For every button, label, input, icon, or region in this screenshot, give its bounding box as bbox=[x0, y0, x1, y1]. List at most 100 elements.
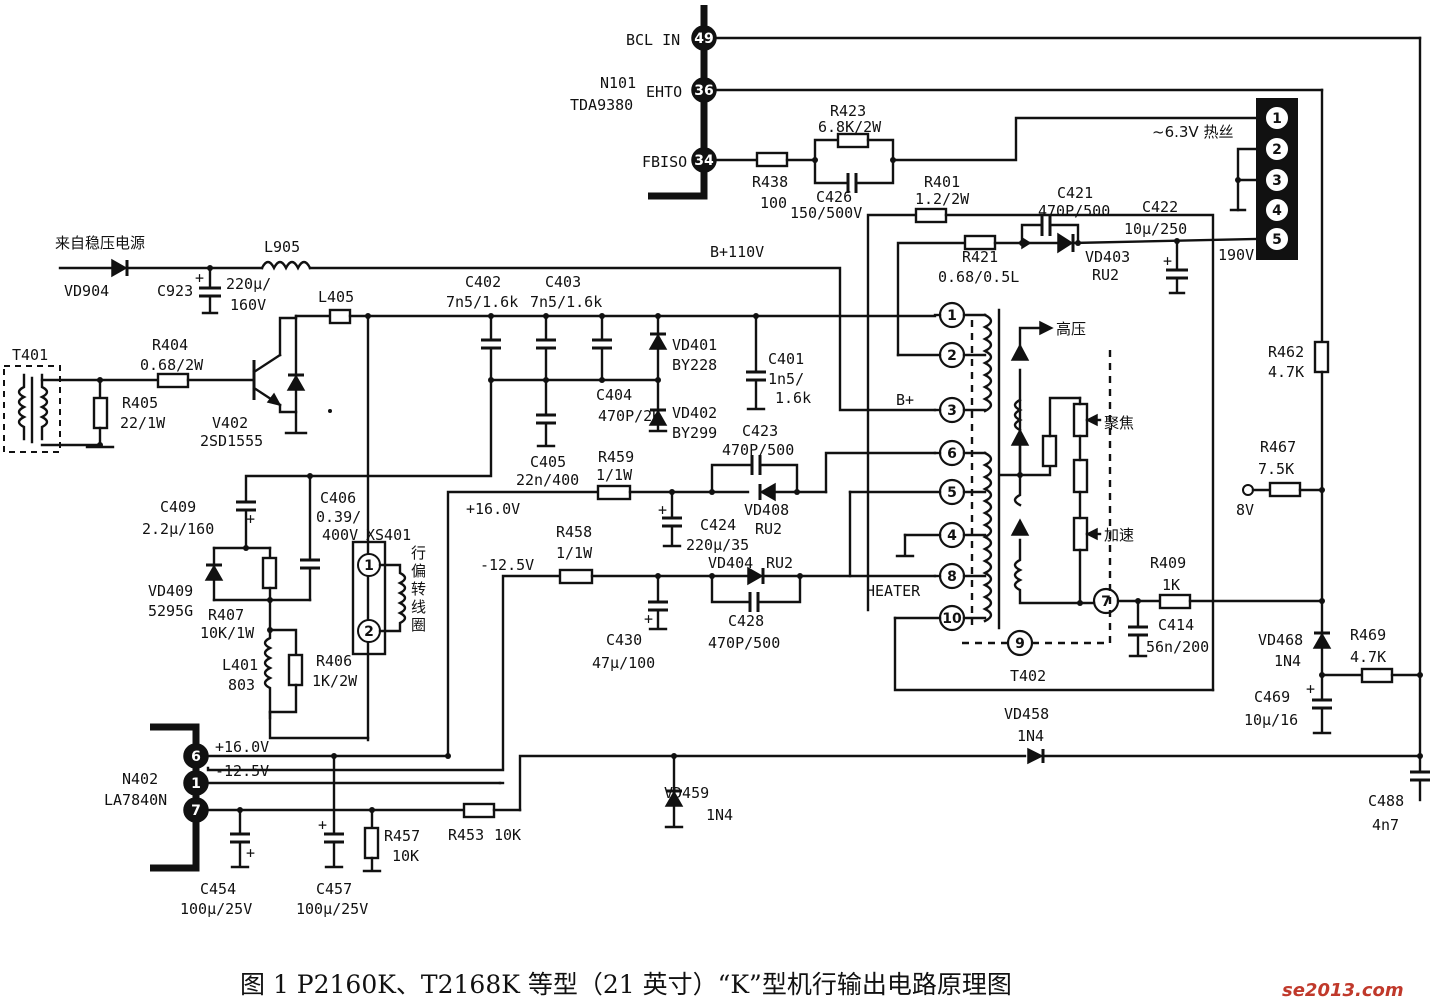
n101-ref: N101 bbox=[600, 74, 636, 92]
vd408-ref: VD408 bbox=[744, 501, 789, 519]
c405-val: 22n/400 bbox=[516, 471, 579, 489]
svg-text:1: 1 bbox=[947, 308, 957, 324]
svg-text:2: 2 bbox=[364, 624, 374, 640]
v402-part: 2SD1555 bbox=[200, 432, 263, 450]
r453-val: 10K bbox=[494, 826, 521, 844]
xs401-yoke: 1 2 XS401 行偏转线圈 bbox=[351, 526, 427, 656]
n402-pin-6: 6 bbox=[191, 749, 201, 765]
l401-val: 803 bbox=[228, 676, 255, 694]
c404-val: 470P/2K bbox=[598, 407, 661, 425]
l405-ref: L405 bbox=[318, 288, 354, 306]
vd401-part: BY228 bbox=[672, 356, 717, 374]
n402-pin-6-voltage: +16.0V bbox=[215, 738, 269, 756]
r462-ref: R462 bbox=[1268, 343, 1304, 361]
r406-ref: R406 bbox=[316, 652, 352, 670]
c402-val: 7n5/1.6k bbox=[446, 293, 518, 311]
c409-val: 2.2μ/160 bbox=[142, 520, 214, 538]
svg-text:+: + bbox=[246, 844, 255, 862]
n101-pin-34-name: FBISO bbox=[642, 153, 687, 171]
vd404-ref: VD404 bbox=[708, 554, 753, 572]
c406-ref: C406 bbox=[320, 489, 356, 507]
c403-ref: C403 bbox=[545, 273, 581, 291]
focus-label: 聚焦 bbox=[1104, 414, 1134, 432]
r438-val: 100 bbox=[760, 194, 787, 212]
c405-ref: C405 bbox=[530, 453, 566, 471]
m12-label: -12.5V bbox=[480, 556, 534, 574]
c402-ref: C402 bbox=[465, 273, 501, 291]
vd403-ref: VD403 bbox=[1085, 248, 1130, 266]
r467-val: 7.5K bbox=[1258, 460, 1294, 478]
svg-text:2: 2 bbox=[947, 348, 957, 364]
c401-val1: 1n5/ bbox=[768, 370, 804, 388]
vd402-ref: VD402 bbox=[672, 404, 717, 422]
svg-text:+: + bbox=[318, 816, 327, 834]
svg-text:5: 5 bbox=[1272, 232, 1282, 248]
svg-text:5: 5 bbox=[947, 485, 957, 501]
svg-text:7: 7 bbox=[1101, 594, 1111, 610]
svg-text:+: + bbox=[658, 501, 667, 519]
c422-ref: C422 bbox=[1142, 198, 1178, 216]
r457-ref: R457 bbox=[384, 827, 420, 845]
c422-val: 10μ/250 bbox=[1124, 220, 1187, 238]
s-correction: + C409 2.2μ/160 C406 0.39/ 400V VD409 52… bbox=[142, 473, 370, 740]
v8-label: 8V bbox=[1236, 501, 1254, 519]
supply-input: + 来自稳压电源 VD904 L905 C923 220μ/ 160V B+11… bbox=[55, 234, 937, 412]
c923-val1: 220μ/ bbox=[226, 275, 271, 293]
r458-val: 1/1W bbox=[556, 544, 593, 562]
c409-ref: C409 bbox=[160, 498, 196, 516]
r423-ref: R423 bbox=[830, 102, 866, 120]
bplus-label: B+ bbox=[896, 391, 914, 409]
svg-text:6: 6 bbox=[947, 446, 957, 462]
svg-text:+: + bbox=[1163, 252, 1172, 270]
n101-part: TDA9380 bbox=[570, 96, 633, 114]
n101-pin-49-name: BCL IN bbox=[626, 31, 680, 49]
r407-val: 10K/1W bbox=[200, 624, 255, 642]
c401-ref: C401 bbox=[768, 350, 804, 368]
r459-val: 1/1W bbox=[596, 466, 633, 484]
n402-pin-7: 7 bbox=[191, 803, 201, 819]
c421-val: 470P/500 bbox=[1038, 202, 1110, 220]
c488-val: 4n7 bbox=[1372, 816, 1399, 834]
supply-in-label: 来自稳压电源 bbox=[55, 234, 145, 252]
crt-socket: 1 2 3 4 5 ~6.3V 热丝 190V bbox=[1152, 98, 1298, 264]
c454-ref: C454 bbox=[200, 880, 236, 898]
r405-val: 22/1W bbox=[120, 414, 166, 432]
r404-ref: R404 bbox=[152, 336, 188, 354]
c430-ref: C430 bbox=[606, 631, 642, 649]
c426-ref: C426 bbox=[816, 188, 852, 206]
vd458-ref: VD458 bbox=[1004, 705, 1049, 723]
r459-ref: R459 bbox=[598, 448, 634, 466]
v402-ref: V402 bbox=[212, 414, 248, 432]
vd409-part: 5295G bbox=[148, 602, 193, 620]
svg-text:+: + bbox=[246, 510, 255, 528]
vd403-val: RU2 bbox=[1092, 266, 1119, 284]
r421-ref: R421 bbox=[962, 248, 998, 266]
r457-val: 10K bbox=[392, 847, 419, 865]
c403-val: 7n5/1.6k bbox=[530, 293, 602, 311]
vd401-ref: VD401 bbox=[672, 336, 717, 354]
xs401-label: 行偏转线圈 bbox=[409, 545, 427, 635]
fbiso-network: R423 6.8K/2W R438 100 C426 150/500V bbox=[752, 102, 1257, 222]
heater-pin-label: HEATER bbox=[866, 582, 921, 600]
c428-ref: C428 bbox=[728, 612, 764, 630]
c406-val1: 0.39/ bbox=[316, 508, 361, 526]
driver-stage: T401 R404 0.68/2W R405 22/1W V402 2SD155… bbox=[3, 288, 370, 453]
svg-text:2: 2 bbox=[1272, 142, 1282, 158]
c401-val2: 1.6k bbox=[775, 389, 811, 407]
figure-caption: 图 1 P2160K、T2168K 等型（21 英寸）“K”型机行输出电路原理图 bbox=[240, 970, 1012, 999]
n101-pin-36: 36 bbox=[694, 83, 713, 99]
r409-ref: R409 bbox=[1150, 554, 1186, 572]
svg-text:1: 1 bbox=[1272, 111, 1282, 127]
r453-ref: R453 bbox=[448, 826, 484, 844]
t402-ref: T402 bbox=[1010, 667, 1046, 685]
c469-val: 10μ/16 bbox=[1244, 711, 1298, 729]
svg-text:+: + bbox=[1306, 680, 1315, 698]
abl-network: + R462 4.7K R467 7.5K 8V VD468 1N4 R469 … bbox=[1236, 36, 1430, 834]
n101-pin-49: 49 bbox=[694, 31, 713, 47]
r438-ref: R438 bbox=[752, 173, 788, 191]
r405-ref: R405 bbox=[122, 394, 158, 412]
svg-text:+: + bbox=[195, 269, 204, 287]
c414-val: 56n/200 bbox=[1146, 638, 1209, 656]
heater-label: ~6.3V 热丝 bbox=[1152, 123, 1233, 141]
